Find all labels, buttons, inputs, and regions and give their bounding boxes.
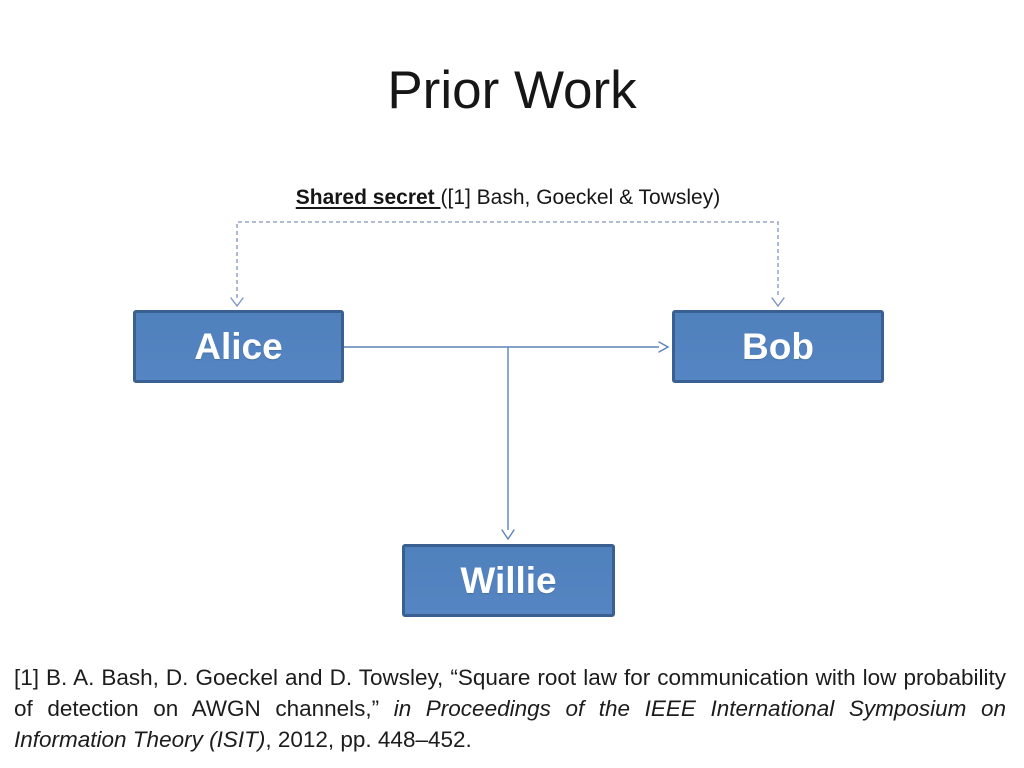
shared-secret-label-rest: ([1] Bash, Goeckel & Towsley) [440, 186, 721, 209]
dashed-arrowhead-alice-icon [230, 297, 244, 308]
arrowhead-bob-icon [658, 341, 670, 353]
shared-secret-label-bold: Shared secret [295, 186, 441, 209]
dashed-bracket-line [236, 221, 779, 298]
citation-text-end: , 2012, pp. 448–452. [265, 727, 472, 752]
node-bob-label: Bob [742, 325, 814, 367]
node-willie: Willie [402, 544, 615, 617]
shared-secret-label: Shared secret ([1] Bash, Goeckel & Towsl… [0, 186, 1016, 210]
arrowhead-willie-icon [501, 529, 515, 541]
node-alice: Alice [133, 310, 344, 383]
node-alice-label: Alice [194, 325, 283, 367]
citation: [1] B. A. Bash, D. Goeckel and D. Towsle… [14, 662, 1006, 755]
node-willie-label: Willie [460, 559, 557, 601]
slide-title: Prior Work [387, 61, 637, 120]
citation-text-start: [1] B. A. Bash, D. Goeckel and D. Towsle… [14, 665, 1006, 721]
citation-text-italic: in Proceedings of the IEEE International… [14, 696, 1007, 752]
node-bob: Bob [672, 310, 884, 383]
dashed-arrowhead-bob-icon [771, 297, 785, 308]
